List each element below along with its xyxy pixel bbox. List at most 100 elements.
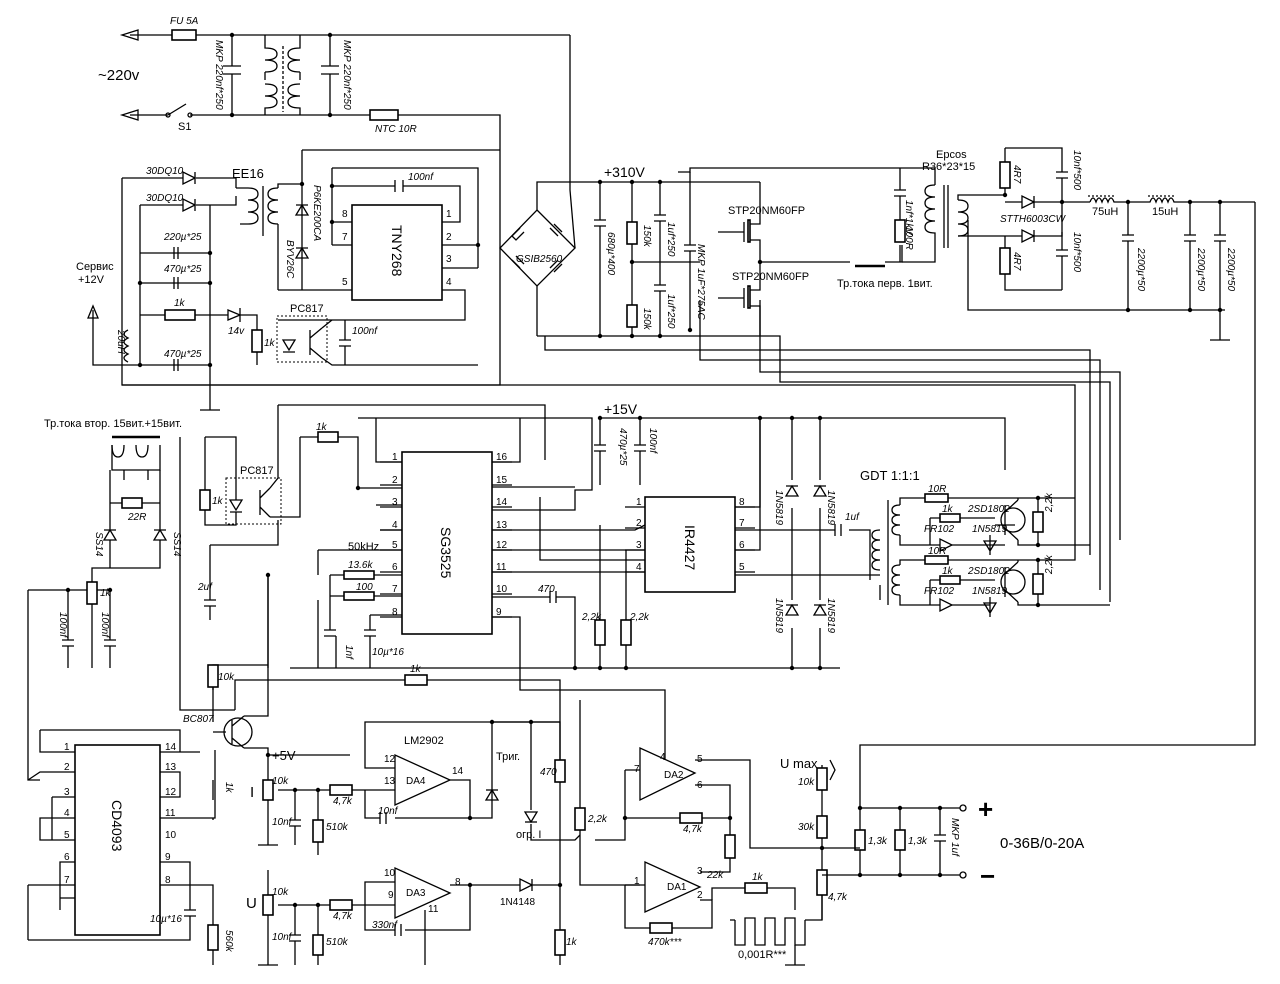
gdt-r1ka-label: 1k [942, 504, 954, 515]
cb-label: 100nf [99, 612, 110, 638]
opamp-da3 [394, 866, 452, 920]
cd4093-pin-7: 7 [64, 875, 70, 886]
css-label: 10µ*16 [372, 647, 404, 658]
gdt-tr1-label: 2SD1802 [967, 504, 1010, 515]
r1k-top-label: 1k [410, 664, 422, 675]
c15b-label: 100nf [647, 428, 658, 454]
sec-r2-label: 4R7 [1011, 252, 1022, 271]
trigger-label: Триг. [496, 751, 520, 763]
cap-470u-b-label: 470µ*25 [164, 349, 202, 360]
bc807-label: BC807 [183, 714, 214, 725]
c2uf-label: 2uf [197, 582, 213, 593]
ir4427-pin-3: 3 [636, 540, 642, 551]
ir4427-chip [644, 496, 736, 593]
r47k-fb-label: 4,7k [683, 824, 703, 835]
mains-switch [167, 103, 187, 116]
d1-label: 1N5819 [773, 490, 784, 525]
res-1k-label: 1k [174, 298, 186, 309]
sg3525-pin-10: 10 [496, 584, 508, 595]
mains-input-section: ~220v FU 5A S1 NTC 10R MKP 220nf*250 MKP… [98, 16, 571, 230]
ir4427-pin-7: 7 [739, 518, 745, 529]
r1k-ct-label: 1k [100, 588, 112, 599]
sg3525-pin-12: 12 [496, 540, 508, 551]
r47k-u-label: 4,7k [333, 911, 353, 922]
ir4427-pin-5: 5 [739, 562, 745, 573]
ir4427-pin-6: 6 [739, 540, 745, 551]
sg3525-pin-9: 9 [496, 607, 502, 618]
sg3525-pin-7: 7 [392, 584, 398, 595]
snubber-cap-label: 1nf*1kV [903, 200, 914, 236]
r13k-b-label: 1,3k [908, 836, 928, 847]
gdt-sd2-label: 1N5819 [972, 586, 1007, 597]
r10k-label: 10k [218, 672, 235, 683]
gdt-sd1-label: 1N5819 [972, 524, 1007, 535]
primary-ct-label: Тр.тока перв. 1вит. [837, 278, 933, 290]
gdt-r1kb-label: 1k [942, 566, 954, 577]
opamp-label: LM2902 [404, 735, 444, 747]
tny268-label: TNY268 [389, 225, 405, 277]
gdt-transformer [871, 529, 881, 571]
out-c2-label: 2200µ*50 [1195, 247, 1206, 291]
rect-diode-label: STTH6003CW [1000, 214, 1067, 225]
sg3525-pin-6: 6 [392, 562, 398, 573]
d4-label: 1N5819 [825, 598, 836, 633]
cd4093-pin-12: 12 [165, 787, 177, 798]
opamp-da2 [639, 746, 697, 802]
main-transformer-primary [902, 184, 936, 263]
c330-label: 330nf [372, 920, 398, 931]
cap-470u-a-label: 470µ*25 [164, 264, 202, 275]
sec-c1-label: 10nf*500 [1071, 150, 1082, 190]
shunt-label: 0,001R*** [738, 949, 787, 961]
power-stage-section: +310V GSIB2560 680µ*400 150k 150k 1uf*25… [499, 147, 1256, 808]
r-fb-label: 1k [316, 422, 328, 433]
umax-label: U max [780, 756, 818, 771]
minus-terminal: − [980, 861, 995, 891]
bulk-cap-label: 680µ*400 [605, 232, 616, 275]
out-c3-label: 2200µ*50 [1225, 247, 1236, 291]
c-out-label: MKP 1uf [949, 818, 960, 857]
pc817-standby [276, 315, 328, 363]
service-label: Сервис [76, 261, 114, 273]
svg-text:7: 7 [342, 232, 348, 243]
sg3525-pin-11: 11 [496, 562, 507, 573]
r470k-label: 470k*** [648, 937, 682, 948]
pc817-standby-label: PC817 [290, 303, 324, 315]
sg3525-pin-14: 14 [496, 497, 508, 508]
out-c1-label: 2200µ*50 [1135, 247, 1146, 291]
svg-text:6: 6 [697, 780, 703, 791]
res-1k-b-label: 1k [264, 338, 276, 349]
r22k-a-label: 2,2k [587, 814, 608, 825]
byv26c-label: BYV26C [284, 240, 295, 279]
current-limit-label: огр. I [516, 829, 541, 841]
svg-text:4: 4 [660, 752, 666, 763]
opamp-da1 [644, 860, 702, 914]
resistor-1k-standby [164, 309, 196, 321]
switch-label: S1 [178, 121, 191, 133]
r150k-a-label: 150k [641, 225, 652, 248]
svg-text:9: 9 [388, 890, 394, 901]
fuse-label: FU 5A [170, 16, 199, 27]
zener-14v-label: 14v [228, 326, 245, 337]
diode2-label: 30DQ10 [146, 193, 184, 204]
svg-text:1: 1 [446, 209, 452, 220]
junction-dots [65, 32, 1223, 908]
l15-label: 15uH [1152, 206, 1178, 218]
diode-1n4148-label: 1N4148 [500, 897, 535, 908]
cd4093-pin-8: 8 [165, 875, 171, 886]
sg3525-pin-8: 8 [392, 607, 398, 618]
svg-text:7: 7 [634, 764, 640, 775]
svg-text:8: 8 [342, 209, 348, 220]
standby-transformer [247, 187, 279, 225]
cd4093-label: CD4093 [109, 800, 125, 852]
svg-text:4: 4 [446, 277, 452, 288]
sg3525-label: SG3525 [438, 527, 454, 579]
svg-text:13: 13 [384, 776, 396, 787]
rd-label: 100 [356, 582, 373, 593]
rail-5v-label: +5V [272, 748, 296, 763]
mosfet-upper [747, 219, 751, 243]
core-size-label: R36*23*15 [922, 161, 975, 173]
ss1-label: SS14 [93, 532, 104, 557]
da2-label: DA2 [664, 770, 684, 781]
ct-label: 1nf [343, 645, 354, 660]
